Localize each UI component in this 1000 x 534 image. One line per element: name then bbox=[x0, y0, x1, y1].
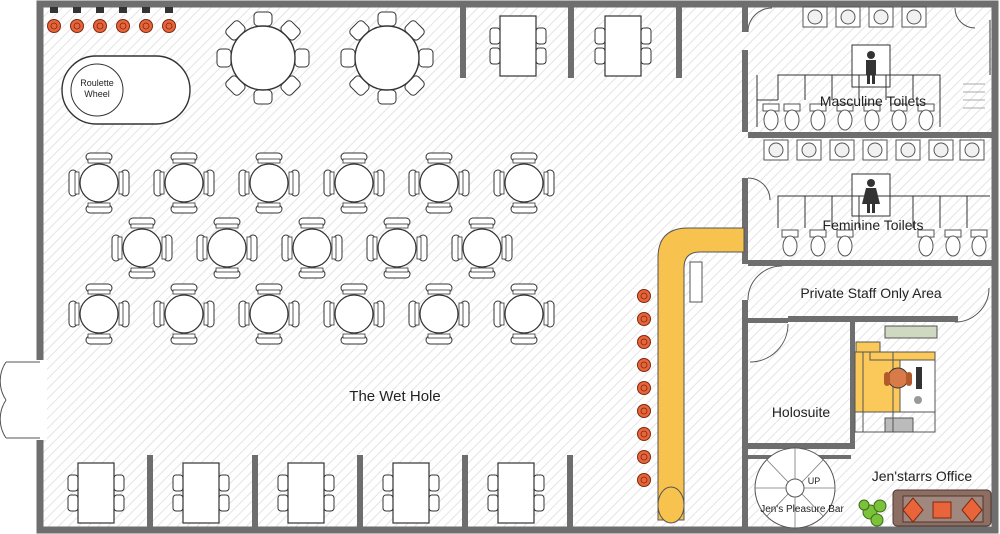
large-round-table bbox=[216, 11, 310, 105]
spiral-staircase: UP Jen's Pleasure Bar bbox=[754, 447, 844, 529]
roulette-label-1: Roulette bbox=[80, 78, 114, 88]
roulette-wheel: Roulette Wheel bbox=[61, 55, 191, 125]
room-label-main-hall: The Wet Hole bbox=[349, 388, 440, 405]
stairs-up-label: UP bbox=[808, 476, 821, 486]
room-label-pleasure-bar: Jen's Pleasure Bar bbox=[760, 504, 844, 515]
room-label-feminine-toilets: Feminine Toilets bbox=[823, 217, 924, 233]
office-desk bbox=[854, 325, 938, 433]
bar-counter bbox=[657, 227, 745, 524]
entrance-door[interactable] bbox=[0, 360, 47, 440]
roulette-label-2: Wheel bbox=[84, 89, 110, 99]
male-icon bbox=[866, 51, 876, 84]
room-label-masculine-toilets: Masculine Toilets bbox=[820, 93, 926, 109]
interior-walls bbox=[147, 4, 995, 530]
staff-area: Private Staff Only Area bbox=[747, 265, 990, 323]
feminine-toilets-room: Feminine Toilets bbox=[747, 139, 990, 257]
room-label-office: Jen'starrs Office bbox=[872, 468, 973, 484]
office-chair bbox=[884, 367, 912, 389]
bar-stools bbox=[637, 289, 651, 487]
room-label-holosuite: Holosuite bbox=[772, 404, 831, 420]
holosuite-room: Holosuite bbox=[749, 323, 831, 420]
large-round-table bbox=[340, 11, 434, 105]
plant-icon bbox=[858, 499, 887, 527]
masculine-toilets-room: Masculine Toilets bbox=[747, 6, 991, 131]
room-label-staff-area: Private Staff Only Area bbox=[800, 285, 942, 301]
top-bar-stools bbox=[47, 7, 176, 33]
office-sofa bbox=[892, 489, 992, 527]
building-floor bbox=[36, 0, 999, 534]
